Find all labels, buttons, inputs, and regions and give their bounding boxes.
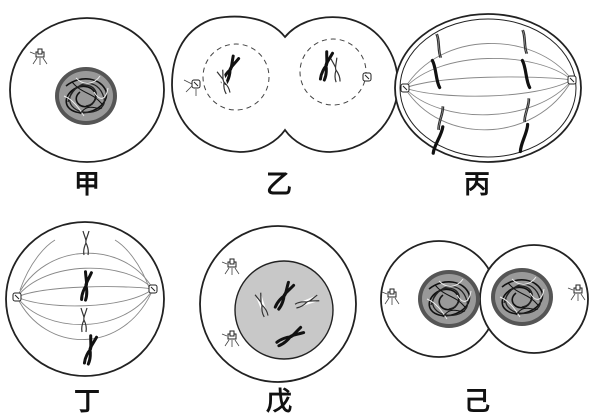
centrosome-icon bbox=[401, 84, 409, 92]
centrosome-icon bbox=[568, 76, 576, 84]
panel-anaphase-cell bbox=[395, 14, 581, 162]
panel-label: 丁 bbox=[57, 389, 117, 415]
nucleus-icon bbox=[418, 270, 480, 328]
panel-early-prophase-cell bbox=[200, 226, 356, 382]
panel-interphase-cell bbox=[10, 18, 164, 162]
centrosome-icon bbox=[192, 80, 200, 88]
panel-label: 甲 bbox=[57, 172, 117, 198]
nucleus-icon bbox=[55, 67, 117, 125]
centrosome-icon bbox=[149, 285, 157, 293]
panel-label: 戊 bbox=[249, 389, 309, 415]
centrosome-icon bbox=[363, 73, 371, 81]
panel-metaphase-cell bbox=[6, 222, 164, 376]
panel-prophase-cell bbox=[172, 17, 398, 152]
centrosome-icon bbox=[13, 293, 21, 301]
nucleus-icon bbox=[491, 268, 553, 326]
panel-label: 丙 bbox=[447, 172, 507, 198]
panel-label: 己 bbox=[447, 389, 507, 415]
panel-label: 乙 bbox=[249, 172, 309, 198]
panel-telophase-cells bbox=[381, 241, 588, 357]
